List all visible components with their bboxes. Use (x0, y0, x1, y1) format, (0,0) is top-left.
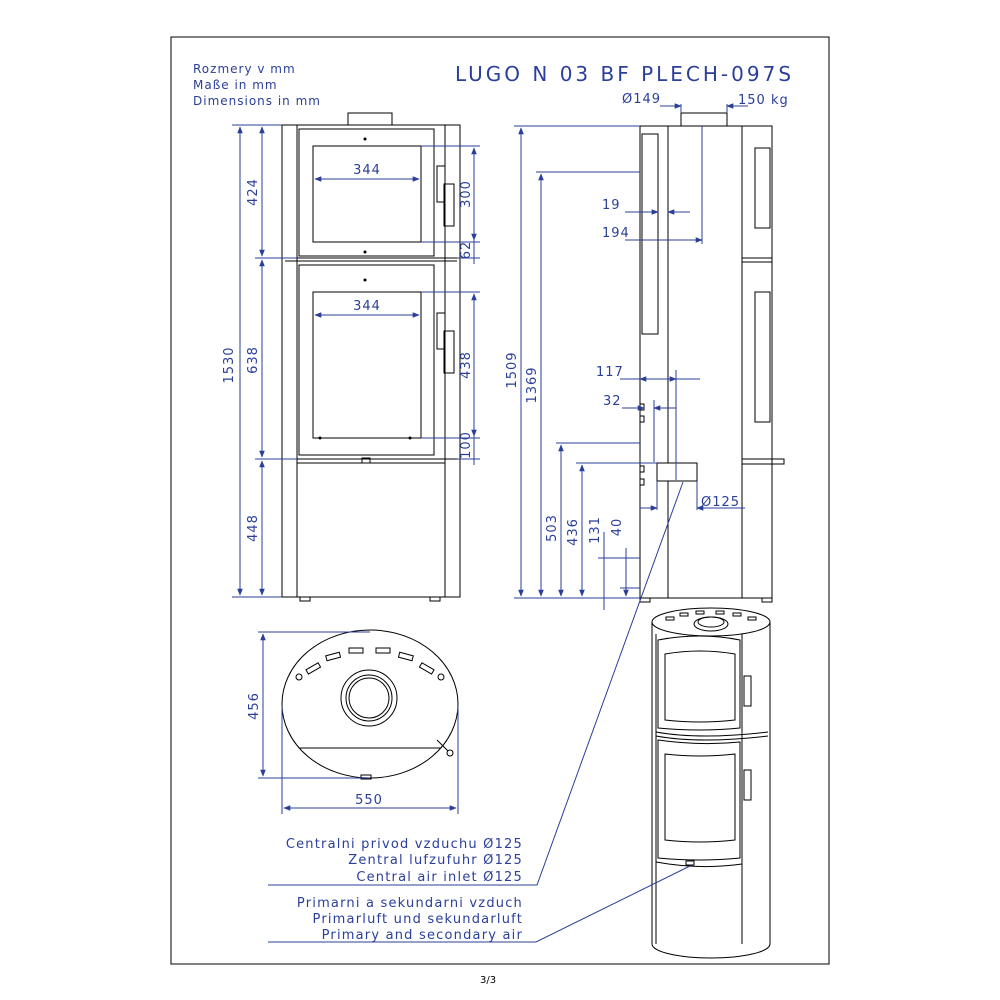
units-de: Maße in mm (193, 78, 278, 92)
dim-door-gap: 62 (459, 241, 474, 260)
primary-air-de: Primarluft und sekundarluft (313, 912, 523, 927)
drawing-title: LUGO N 03 BF PLECH-097S (455, 62, 794, 86)
drawing-frame (170, 36, 830, 965)
dim-height-40: 40 (610, 518, 625, 537)
dim-lower-section: 448 (246, 514, 261, 542)
dim-height-total: 1530 (222, 346, 237, 383)
dim-offset-19: 19 (602, 198, 621, 213)
primary-air-cz: Primarni a sekundarni vzduch (297, 896, 523, 911)
dim-offset-194: 194 (602, 226, 630, 241)
primary-air-en: Primary and secondary air (322, 928, 523, 943)
dim-height-1369: 1369 (525, 366, 540, 403)
page-number: 3/3 (480, 975, 496, 986)
dim-upper-glass-width: 344 (353, 163, 381, 178)
dim-middle-section: 638 (246, 346, 261, 374)
side-view: 1509 1369 503 436 131 40 19 194 117 32 Ø… (268, 103, 785, 886)
dim-depth: 456 (247, 692, 262, 720)
top-view: 456 550 (247, 629, 459, 814)
dim-height-131: 131 (588, 516, 603, 544)
dim-upper-glass-height: 300 (459, 180, 474, 208)
dim-lower-glass-height: 438 (459, 351, 474, 379)
dim-offset-117: 117 (596, 365, 624, 380)
central-inlet-de: Zentral lufzufuhr Ø125 (348, 853, 523, 868)
central-inlet-cz: Centralni privod vzduchu Ø125 (286, 837, 523, 852)
header: Rozmery v mm Maße in mm Dimensions in mm… (193, 62, 794, 108)
front-view: 1530 424 638 448 344 344 300 62 438 100 (222, 112, 480, 602)
weight-label: 150 kg (738, 93, 789, 108)
dim-inlet-diameter: Ø125 (701, 495, 740, 510)
annotations: Centralni privod vzduchu Ø125 Zentral lu… (286, 837, 523, 943)
central-inlet-en: Central air inlet Ø125 (356, 870, 523, 885)
dim-height-1509: 1509 (505, 351, 520, 388)
flue-diameter-label: Ø149 (622, 92, 661, 107)
dim-upper-section: 424 (246, 178, 261, 206)
dim-width: 550 (355, 793, 383, 808)
perspective-view (268, 607, 771, 959)
dim-lower-glass-width: 344 (353, 299, 381, 314)
dim-lower-gap: 100 (459, 431, 474, 459)
dim-height-503: 503 (545, 514, 560, 542)
units-cz: Rozmery v mm (193, 62, 296, 76)
dim-height-436: 436 (566, 518, 581, 546)
units-en: Dimensions in mm (193, 94, 321, 108)
dim-offset-32: 32 (603, 394, 622, 409)
